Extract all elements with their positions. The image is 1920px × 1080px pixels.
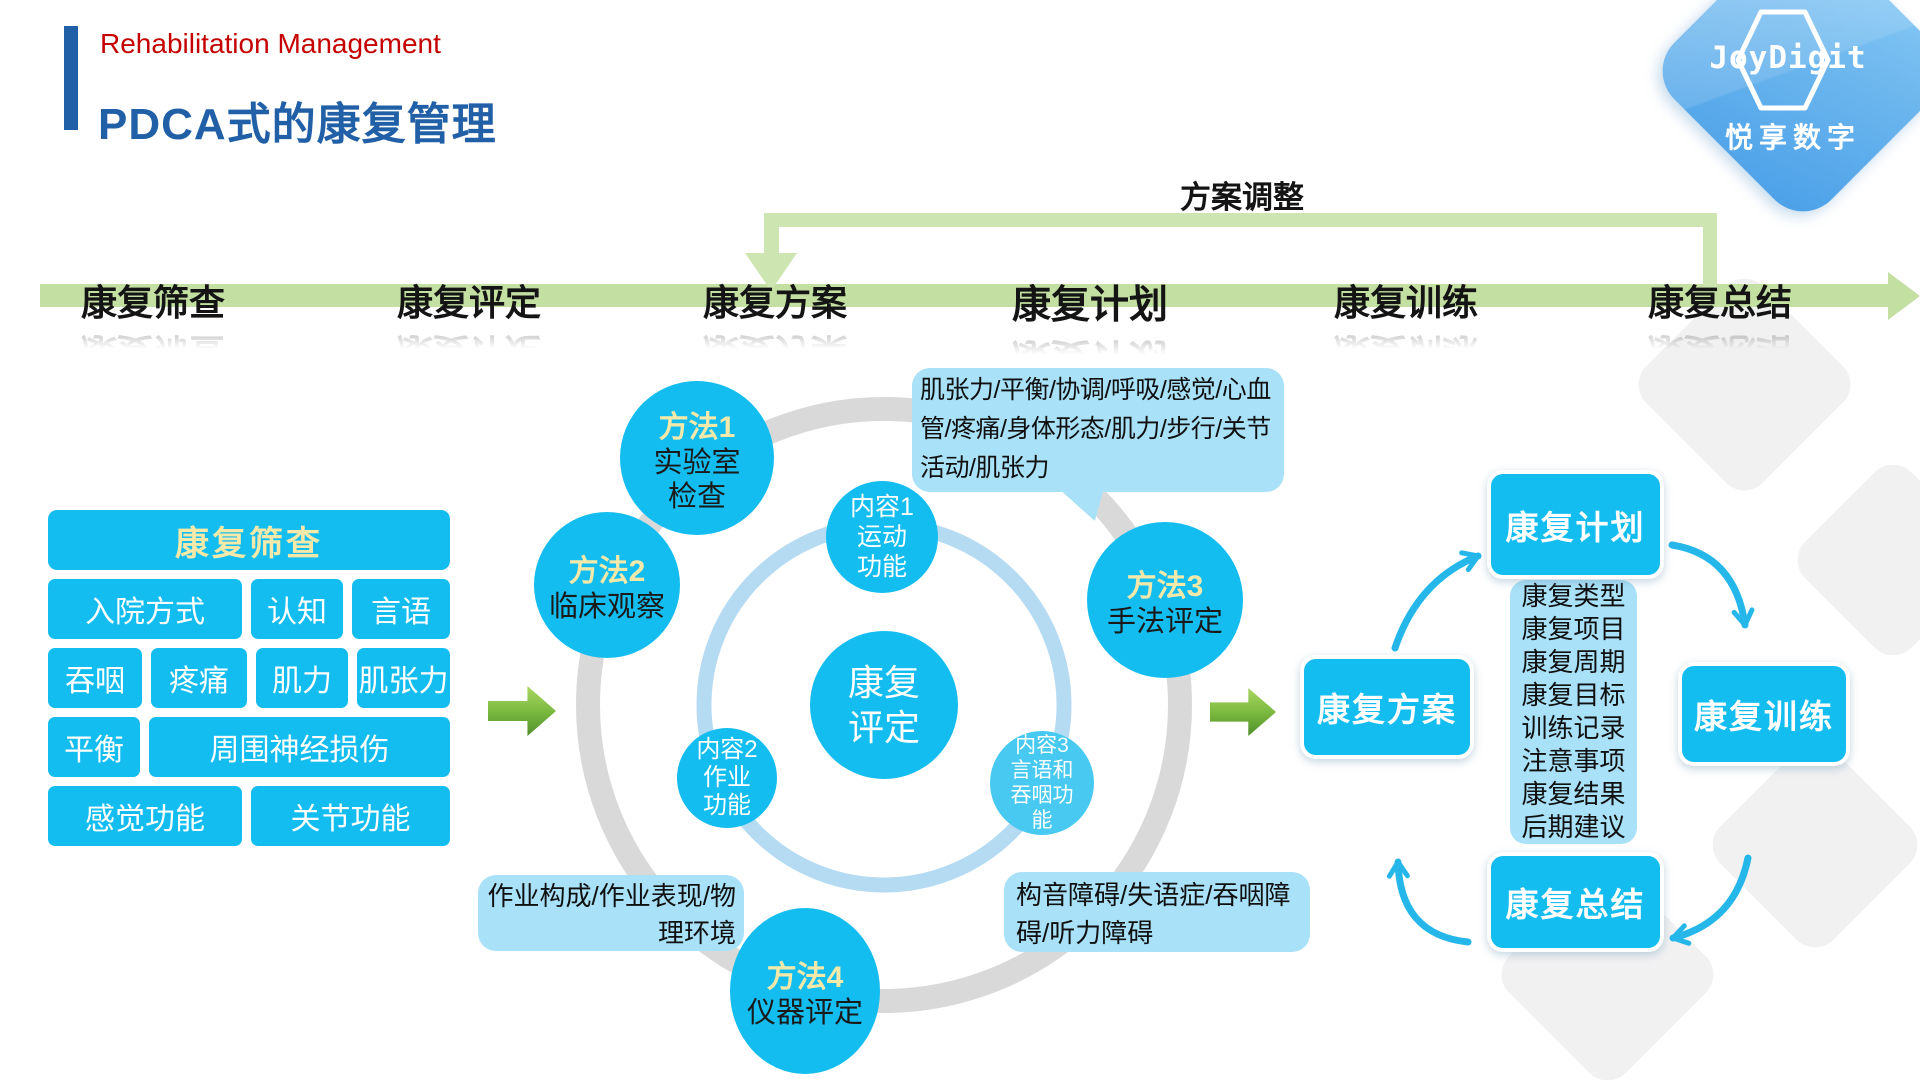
content-3-label: 内容3: [1015, 734, 1069, 757]
stage-assessment: 康复评定: [396, 282, 541, 323]
assessment-center-circle: 康复 评定: [810, 631, 958, 779]
method-4-circle: 方法4 仪器评定: [730, 908, 880, 1074]
timeline-bar: [40, 284, 1890, 307]
logo-wordmark: JoyDigit: [1709, 40, 1867, 76]
pdca-schedule-box: 康复计划: [1487, 470, 1664, 579]
pdca-cycle-arrows: [1386, 541, 1755, 946]
method-2-label: 方法2: [568, 555, 646, 588]
content-3-name: 言语和 吞咽功 能: [1010, 759, 1074, 832]
page-title: PDCA式的康复管理: [98, 100, 497, 149]
motor-function-callout: 肌张力/平衡/协调/呼吸/感觉/心血管/疼痛/身体形态/肌力/步行/关节活动/肌…: [912, 368, 1284, 492]
plan-detail-item: 康复类型: [1521, 581, 1626, 611]
method-2-name: 临床观察: [548, 591, 665, 623]
stage-training: 康复训练: [1333, 282, 1478, 323]
content-1-label: 内容1: [850, 493, 914, 521]
plan-adjust-label: 方案调整: [1180, 180, 1304, 215]
screening-item: 认知: [251, 579, 343, 639]
pdca-plan-box: 康复方案: [1300, 655, 1474, 759]
method-3-label: 方法3: [1126, 570, 1204, 603]
content-3-circle: 内容3 言语和 吞咽功 能: [990, 731, 1094, 835]
screening-item: 肌力: [256, 648, 348, 708]
screening-panel: 康复筛查 入院方式 认知 言语 吞咽 疼痛 肌力 肌张力 平衡 周围神经损伤 感…: [48, 510, 450, 846]
hexagon-icon: [1735, 9, 1831, 111]
method-1-name: 实验室 检查: [653, 447, 741, 513]
content-1-name: 运动 功能: [856, 523, 907, 581]
method-4-name: 仪器评定: [746, 997, 863, 1029]
plan-detail-item: 训练记录: [1521, 713, 1626, 743]
method-2-circle: 方法2 临床观察: [534, 512, 680, 658]
screening-panel-title: 康复筛查: [48, 510, 450, 570]
method-1-label: 方法1: [658, 411, 736, 444]
screening-item: 肌张力: [357, 648, 450, 708]
feedback-loop-arrow-shaft: [764, 213, 779, 255]
content-2-circle: 内容2 作业 功能: [677, 728, 777, 828]
feedback-loop-right-segment: [1703, 213, 1717, 287]
title-accent-bar: [64, 26, 78, 130]
stage-plan: 康复方案: [702, 282, 847, 323]
screening-item: 感觉功能: [48, 786, 242, 846]
screening-row: 吞咽 疼痛 肌力 肌张力: [48, 648, 450, 708]
plan-detail-item: 康复项目: [1521, 614, 1626, 644]
screening-row: 入院方式 认知 言语: [48, 579, 450, 639]
content-1-circle: 内容1 运动 功能: [826, 481, 938, 593]
screening-row: 平衡 周围神经损伤: [48, 717, 450, 777]
screening-item: 疼痛: [151, 648, 247, 708]
method-1-circle: 方法1 实验室 检查: [620, 381, 774, 535]
screening-item: 吞咽: [48, 648, 142, 708]
plan-detail-item: 注意事项: [1521, 746, 1626, 776]
timeline-arrowhead-icon: [1888, 272, 1920, 320]
stage-screening: 康复筛查: [80, 282, 225, 323]
screening-item: 言语: [352, 579, 450, 639]
assessment-center-label: 康复 评定: [847, 662, 920, 748]
screening-row: 感觉功能 关节功能: [48, 786, 450, 846]
plan-detail-list: 康复类型 康复项目 康复周期 康复目标 训练记录 注意事项 康复结果 后期建议: [1510, 580, 1637, 844]
plan-detail-item: 康复目标: [1521, 680, 1626, 710]
pdca-summary-box: 康复总结: [1487, 852, 1664, 952]
stage-schedule: 康复计划: [1011, 284, 1168, 327]
content-2-label: 内容2: [696, 736, 758, 763]
plan-detail-item: 康复结果: [1521, 779, 1626, 809]
logo-cn-name: 悦享数字: [1724, 122, 1861, 153]
plan-detail-item: 康复周期: [1521, 647, 1626, 677]
method-3-name: 手法评定: [1106, 606, 1223, 638]
stage-summary: 康复总结: [1647, 282, 1792, 323]
feedback-loop-arrowhead-icon: [745, 253, 797, 291]
feedback-loop-band: [777, 213, 1717, 227]
page-subtitle: Rehabilitation Management: [100, 28, 441, 59]
plan-detail-item: 后期建议: [1521, 812, 1626, 842]
screening-item: 入院方式: [48, 579, 242, 639]
content-2-name: 作业 功能: [703, 764, 751, 819]
occupation-callout: 作业构成/作业表现/物理环境: [478, 875, 744, 951]
pdca-training-box: 康复训练: [1678, 662, 1850, 766]
screening-item: 关节功能: [251, 786, 450, 846]
speech-callout: 构音障碍/失语症/吞咽障碍/听力障碍: [1004, 872, 1310, 952]
method-4-label: 方法4: [766, 961, 844, 994]
screening-item: 平衡: [48, 717, 140, 777]
screening-item: 周围神经损伤: [149, 717, 450, 777]
method-3-circle: 方法3 手法评定: [1087, 522, 1243, 678]
